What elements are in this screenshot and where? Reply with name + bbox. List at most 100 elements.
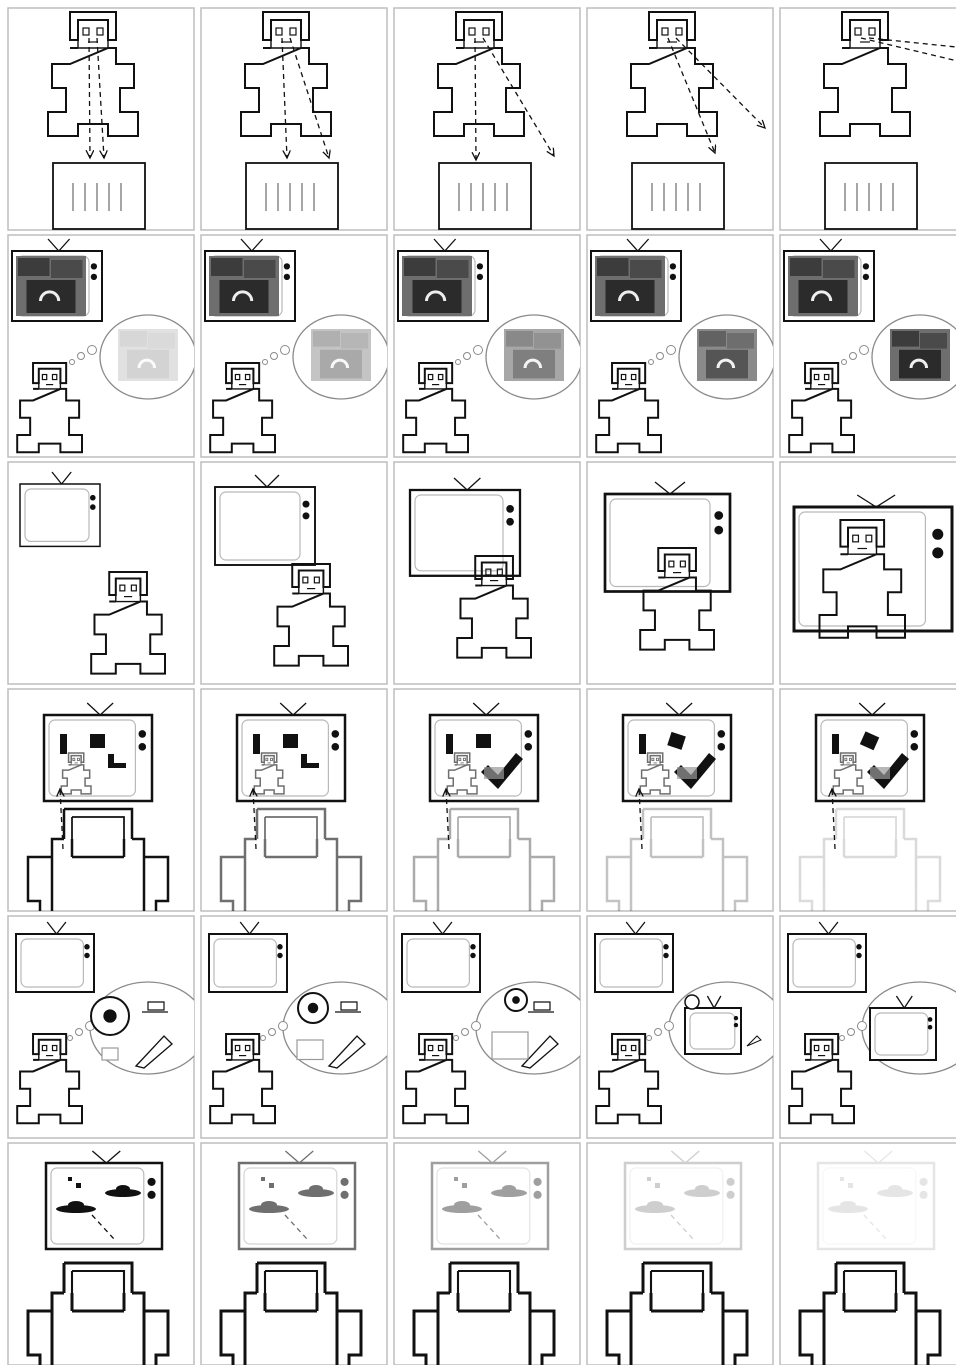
tv-knob-icon [90,495,96,501]
tv-knob-icon [332,730,340,738]
star-icon [655,1183,660,1188]
panel-r3-c2 [201,462,387,684]
tv-knob-icon [663,944,668,949]
panel-r2-c1 [8,235,196,457]
thought-dot [454,1036,459,1041]
tv-knob-icon [277,944,282,949]
thought-dot [665,1022,674,1031]
panel-r4-c2 [201,689,387,919]
tv-knob-icon [525,730,533,738]
soccer-ball-icon [685,995,699,1009]
tv-knob-icon [863,263,869,269]
panel-r6-c1 [8,1143,194,1365]
star-icon [462,1183,467,1188]
tv-knob-icon [303,512,310,519]
tv-knob-icon [727,1191,735,1199]
panel-r1-c5 [780,8,956,230]
star-icon [840,1177,844,1181]
photo-shape [706,350,748,379]
panel-r2-c2 [201,235,389,457]
tv-knob-icon [670,274,676,280]
tv-photo [788,256,858,316]
tv-set [215,475,315,565]
shape-square [283,734,298,748]
photo-shape [799,280,848,313]
tv-knob-icon [90,504,96,510]
tv-set [625,1151,741,1249]
photo-shape [699,331,726,347]
ufo-dome [309,1185,323,1193]
tv-knob-icon [284,263,290,269]
tv-knob-icon [341,1178,349,1186]
panel-r1-c2 [201,8,387,230]
panel-r4-c3 [394,689,580,919]
thought-dot [281,346,290,355]
tv-photo [16,256,86,316]
thought-dot [840,1036,845,1041]
photo-shape [148,333,175,349]
photo-shape [534,333,561,349]
soccer-ball-patch [308,1003,319,1014]
photo-shape [211,258,243,276]
photo-shape [313,331,340,347]
tv-knob-icon [911,743,919,751]
panel-r1-c3 [394,8,580,230]
container-box [246,163,338,229]
thought-dot [462,1029,469,1036]
photo-shape [727,333,754,349]
small-tv-icon [102,1048,118,1060]
tv-ufo-group [432,1151,548,1249]
ufo-dome [840,1201,856,1209]
tv-knob-icon [534,1178,542,1186]
panel-r3-c4 [587,462,773,684]
star-icon [76,1183,81,1188]
tv-knob-icon [920,1191,928,1199]
panel-r6-c4 [587,1143,773,1365]
tv-ufo-group [818,1151,934,1249]
panel-r5-c2 [201,916,399,1138]
photo-shape [790,258,822,276]
tv-frame [209,934,287,992]
thought-dot [655,1029,662,1036]
ufo-dome [502,1185,516,1193]
tv-knob-icon [718,743,726,751]
tv-knob-icon [284,274,290,280]
photo-shape [506,331,533,347]
container-box [632,163,724,229]
shape-square [90,734,105,748]
tv-frame [788,934,866,992]
panel-r2-c4 [587,235,775,457]
container-box [439,163,531,229]
tv-knob-icon [477,274,483,280]
soccer-ball-patch [512,996,520,1004]
tv-knob-icon [84,944,89,949]
panel-r5-c4 [587,916,785,1138]
photo-shape [892,331,919,347]
star-icon [269,1183,274,1188]
thought-dot [860,346,869,355]
small-tv-icon [297,1040,323,1060]
tv-knob-icon [911,730,919,738]
panel-r4-c5 [780,689,956,919]
panel-r3-c5 [780,462,956,684]
tv-knob-icon [928,1025,933,1030]
ufo-dome [68,1201,84,1209]
ufo-dome [261,1201,277,1209]
tv-photo [697,329,757,381]
tv-photo [595,256,665,316]
photo-shape [413,280,462,313]
tv-knob-icon [84,953,89,958]
thought-dot [464,353,471,360]
photo-shape [823,260,855,278]
container-box [53,163,145,229]
tv-knob-icon [506,505,514,513]
panel-r1-c4 [587,8,773,230]
panel-r3-c3 [394,462,580,684]
tv-knob-icon [91,274,97,280]
thought-dot [76,1029,83,1036]
panel-r1-c1 [8,8,194,230]
thought-dot [850,353,857,360]
panel-r6-c2 [201,1143,387,1365]
tv-knob-icon [714,511,723,520]
photo-shape [899,350,941,379]
